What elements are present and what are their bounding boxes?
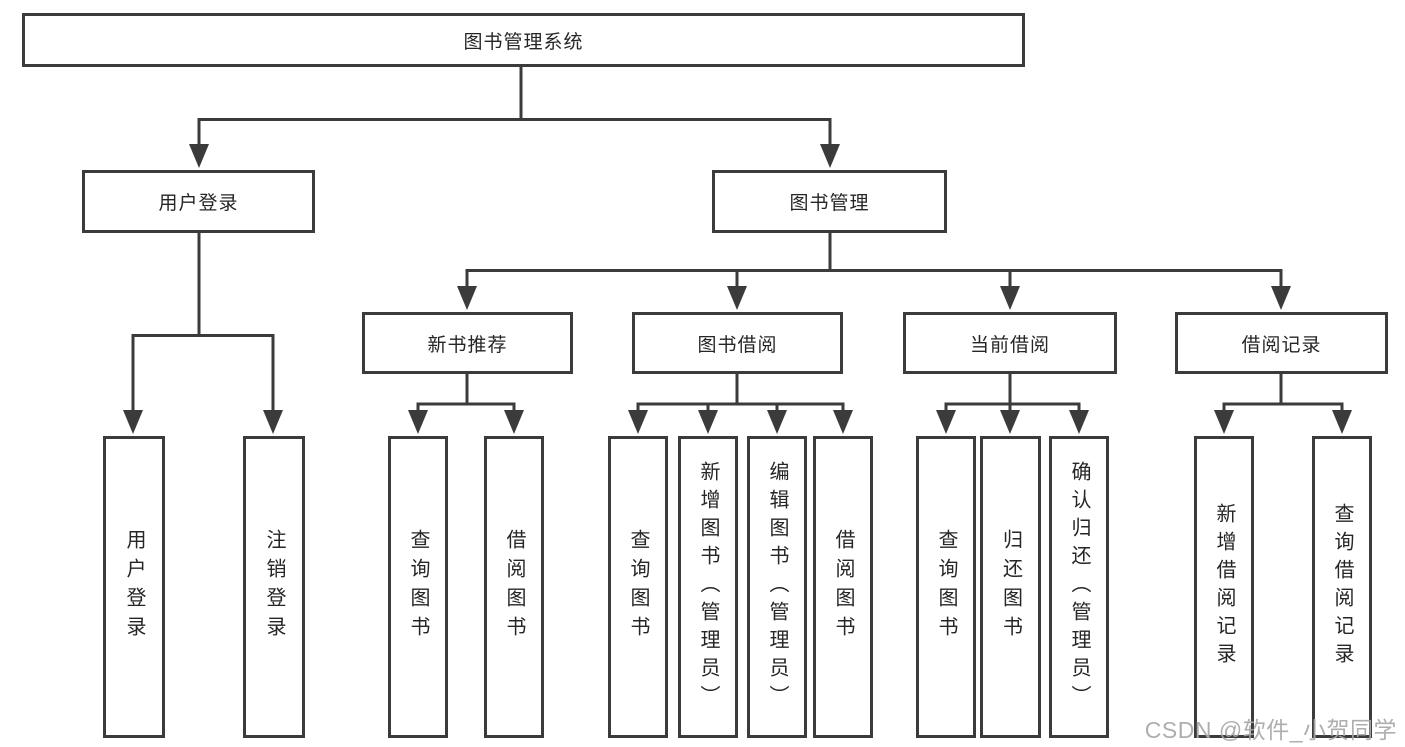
- node-root: 图书管理系统: [22, 13, 1025, 67]
- leaf-query-books-current: 查询图书: [916, 436, 976, 738]
- watermark: CSDN @软件_小贺同学: [1144, 717, 1397, 743]
- leaf-borrow-books: 借阅图书: [813, 436, 873, 738]
- node-book-management: 图书管理: [712, 170, 947, 233]
- node-borrow-records: 借阅记录: [1175, 312, 1388, 374]
- leaf-confirm-return-admin: 确认归还（管理员）: [1049, 436, 1109, 738]
- leaf-edit-books-admin: 编辑图书（管理员）: [747, 436, 807, 738]
- node-current-borrow: 当前借阅: [903, 312, 1117, 374]
- node-user-login: 用户登录: [82, 170, 315, 233]
- leaf-add-books-admin: 新增图书（管理员）: [678, 436, 738, 738]
- leaf-query-books-recommend: 查询图书: [388, 436, 448, 738]
- leaf-return-books: 归还图书: [980, 436, 1041, 738]
- leaf-logout: 注销登录: [243, 436, 305, 738]
- leaf-user-login: 用户登录: [103, 436, 165, 738]
- node-book-borrow: 图书借阅: [632, 312, 843, 374]
- leaf-borrow-books-recommend: 借阅图书: [484, 436, 544, 738]
- leaf-query-books-borrow: 查询图书: [608, 436, 668, 738]
- leaf-query-borrow-record: 查询借阅记录: [1312, 436, 1372, 738]
- leaf-add-borrow-record: 新增借阅记录: [1194, 436, 1254, 738]
- node-new-book-recommend: 新书推荐: [362, 312, 573, 374]
